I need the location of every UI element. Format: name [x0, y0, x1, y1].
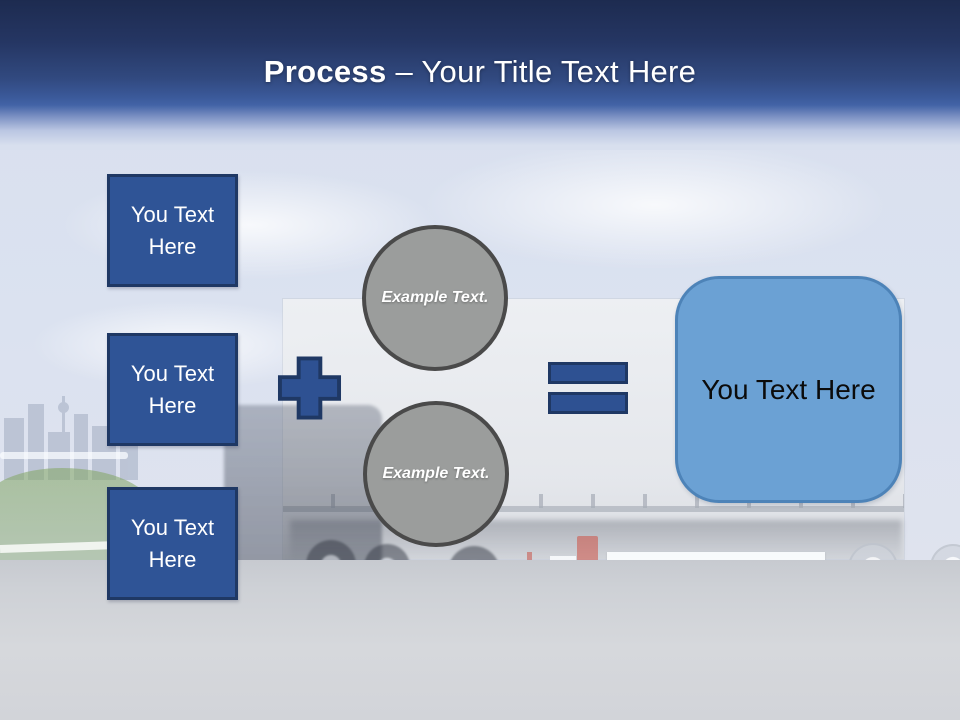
slide-title[interactable]: Process– Your Title Text Here — [0, 52, 960, 92]
building — [120, 438, 138, 480]
example-circle-1[interactable]: Example Text. — [362, 225, 508, 371]
slide-title-rest: – Your Title Text Here — [395, 54, 697, 89]
example-circle-2[interactable]: Example Text. — [363, 401, 509, 547]
equals-icon[interactable] — [548, 362, 628, 414]
trailer-rail — [283, 506, 904, 512]
process-step-label: You Text Here — [130, 201, 215, 259]
process-step-label: You Text Here — [130, 360, 215, 418]
process-step-box-2[interactable]: You Text Here — [107, 333, 238, 446]
process-step-box-3[interactable]: You Text Here — [107, 487, 238, 600]
building — [28, 404, 44, 480]
building — [4, 418, 24, 480]
equals-bar-bottom — [548, 392, 628, 414]
guardrail — [0, 452, 128, 459]
header-band — [0, 0, 960, 150]
tower — [62, 396, 65, 480]
equals-bar-top — [548, 362, 628, 384]
slide-title-emphasis: Process — [263, 54, 387, 89]
process-step-box-1[interactable]: You Text Here — [107, 174, 238, 287]
cloud — [420, 140, 890, 270]
example-circle-label: Example Text. — [382, 465, 490, 482]
plus-icon[interactable] — [277, 355, 342, 421]
process-step-label: You Text Here — [130, 514, 215, 572]
building — [74, 414, 88, 480]
result-label: You Text Here — [701, 373, 876, 405]
tower-top — [58, 402, 69, 413]
result-box[interactable]: You Text Here — [675, 276, 902, 503]
example-circle-label: Example Text. — [381, 289, 489, 306]
